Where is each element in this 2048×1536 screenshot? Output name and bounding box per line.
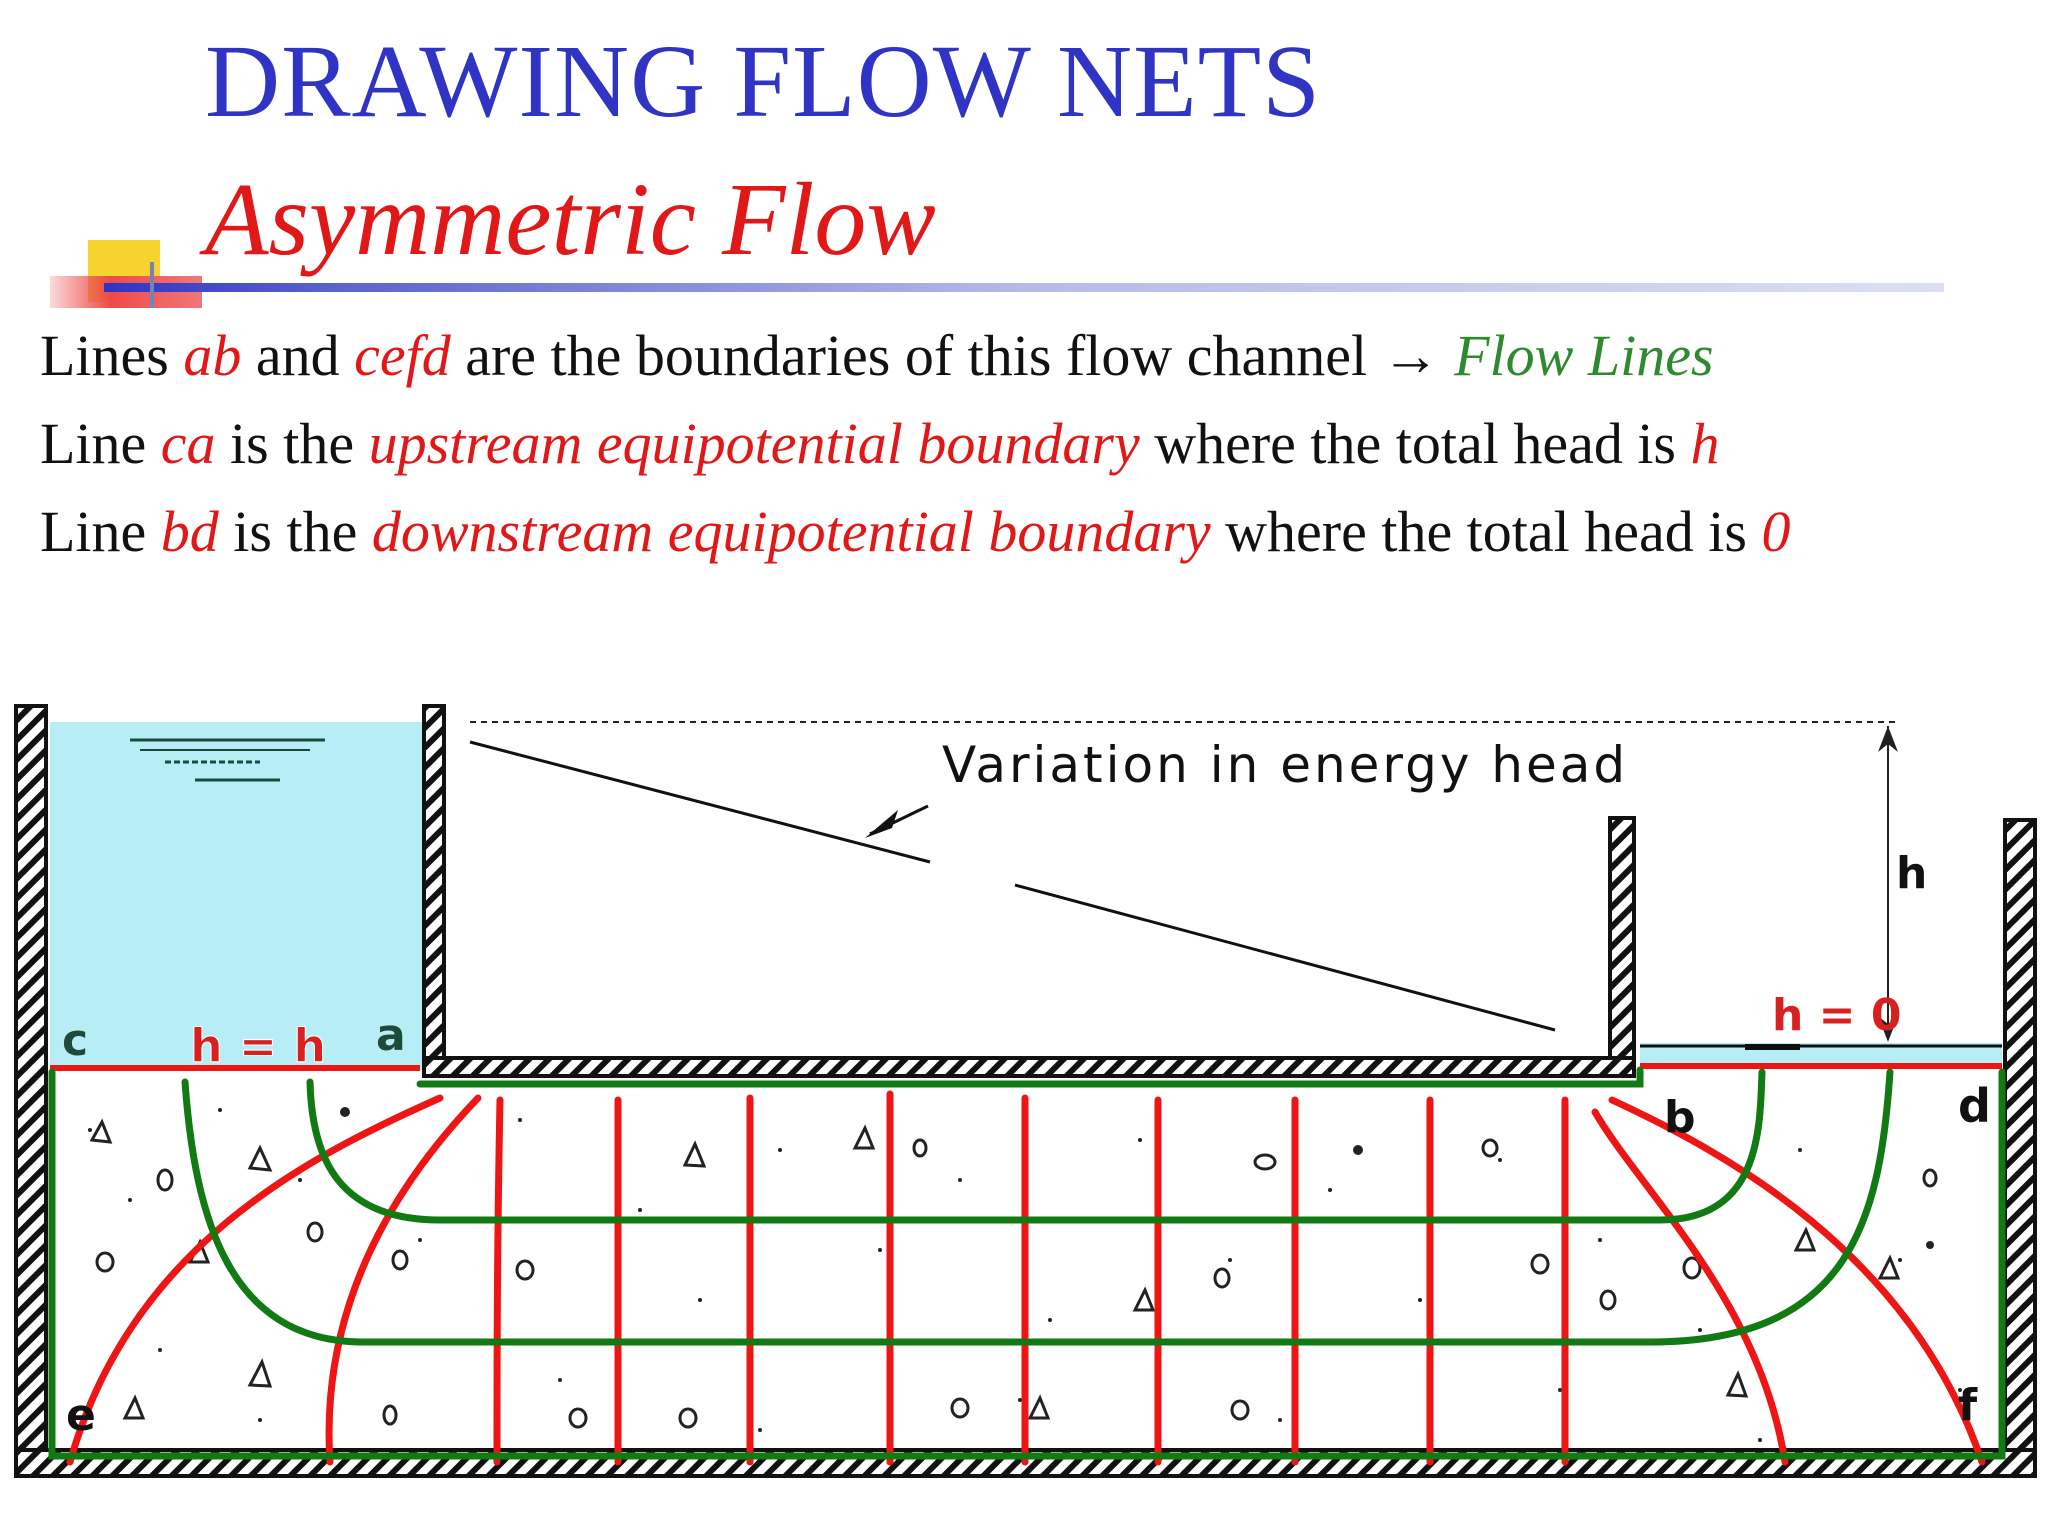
line3-part: downstream equipotential boundary [371,499,1211,564]
line2-part: where the total head is [1139,411,1691,476]
point-b-label: b [1664,1092,1696,1143]
right-wall [2003,818,2037,1478]
upstream-head-label: h = h [190,1019,326,1073]
title-decoration-tick [150,262,154,308]
flow-lines [48,1066,2006,1460]
line3-part: where the total head is [1210,499,1762,564]
soil-pebbles [89,1118,1938,1429]
head-dimension-label: h [1896,848,1927,899]
line3-part: is the [218,499,372,564]
boundary-line-2: Line ca is the upstream equipotential bo… [40,410,1720,477]
equipotential-lines [66,1090,1986,1466]
energy-head-label: Variation in energy head [942,736,1628,794]
line3-part: Line [40,499,161,564]
sheet-pile-left [422,704,446,1070]
line2-part: ca [160,411,216,476]
boundary-line-3: Line bd is the downstream equipotential … [40,498,1790,565]
line3-part: bd [160,499,219,564]
line2-part: h [1690,411,1720,476]
point-f-label: f [1958,1380,1978,1431]
point-a-label: a [376,1010,406,1061]
boundary-line-1: Lines ab and cefd are the boundaries of … [40,322,1714,389]
slide-title: DRAWING FLOW NETS [205,24,1322,139]
point-c-label: c [62,1015,88,1066]
line1-part: cefd [354,323,451,388]
title-underline [104,283,1944,292]
soil-texture [88,1107,1962,1442]
flow-net-diagram: Variation in energy head h c a b d e f h… [14,704,2037,1478]
line2-part: is the [215,411,369,476]
line1-part: are the boundaries of this flow channel … [450,323,1455,388]
energy-head-line-2 [1014,883,1556,1032]
left-wall [14,704,48,1478]
line1-part: Flow Lines [1454,323,1714,388]
line1-part: ab [183,323,242,388]
flow-line-ab [416,1066,1644,1088]
downstream-head-label: h = 0 [1772,990,1901,1041]
slide-subtitle: Asymmetric Flow [205,162,936,277]
line1-part: and [241,323,355,388]
sheet-pile-right [1608,816,1636,1070]
title-decoration-bar [50,276,202,308]
channel-floor [422,1056,1636,1078]
flow-line-cefd [48,1068,2006,1460]
upstream-water [50,722,425,1070]
energy-arrow-head [865,810,898,838]
point-d-label: d [1958,1079,1991,1133]
line1-part: Lines [40,323,184,388]
point-e-label: e [66,1390,96,1441]
line3-part: 0 [1761,499,1791,564]
line2-part: upstream equipotential boundary [368,411,1140,476]
energy-head-line [469,740,931,864]
line2-part: Line [40,411,161,476]
